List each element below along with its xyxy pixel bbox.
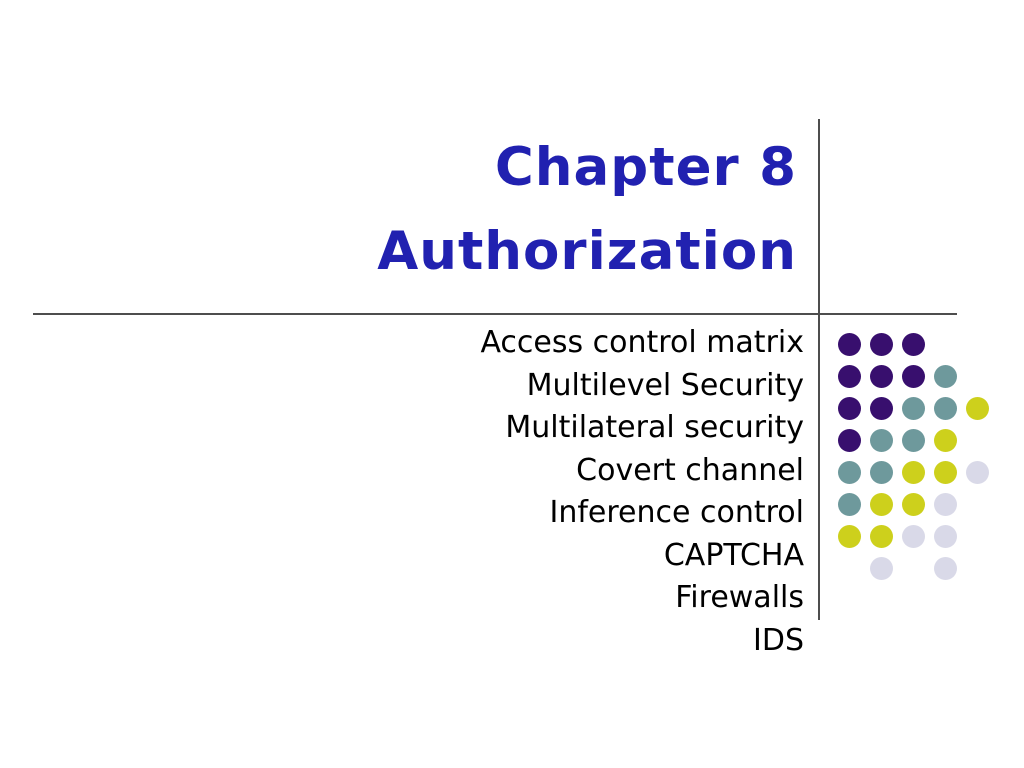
decor-dot-yellow <box>865 520 897 552</box>
topic-item: IDS <box>753 622 804 658</box>
decor-dot-empty <box>961 424 993 456</box>
topic-item: Access control matrix <box>480 325 804 360</box>
topic-item: Inference control <box>549 495 804 530</box>
decor-dot-teal <box>865 456 897 488</box>
decor-dot-lavender <box>865 552 897 584</box>
vertical-divider-line <box>818 119 820 620</box>
decor-dot-yellow <box>833 520 865 552</box>
decor-dot-yellow <box>961 392 993 424</box>
decor-dot-lavender <box>929 488 961 520</box>
decor-dot-purple <box>865 328 897 360</box>
decor-dot-teal <box>897 424 929 456</box>
decor-dot-yellow <box>865 488 897 520</box>
topic-item: CAPTCHA <box>663 537 804 573</box>
decor-dot-teal <box>929 360 961 392</box>
decor-dot-purple <box>897 328 929 360</box>
dot-grid <box>833 328 993 584</box>
decor-dot-teal <box>865 424 897 456</box>
decor-dot-empty <box>929 328 961 360</box>
decor-dot-empty <box>961 552 993 584</box>
decor-dot-yellow <box>929 424 961 456</box>
decor-dot-purple <box>833 392 865 424</box>
decor-dot-purple <box>865 392 897 424</box>
decor-dot-purple <box>897 360 929 392</box>
horizontal-divider-line <box>33 313 957 315</box>
decor-dot-purple <box>833 360 865 392</box>
decor-dot-teal <box>833 488 865 520</box>
decor-dot-empty <box>961 520 993 552</box>
decor-dot-lavender <box>929 520 961 552</box>
slide-title-line-2: Authorization <box>377 221 797 282</box>
slide-title-line-1: Chapter 8 <box>494 137 797 198</box>
decor-dot-lavender <box>929 552 961 584</box>
decor-dot-purple <box>865 360 897 392</box>
decor-dot-purple <box>833 424 865 456</box>
slide-title: Chapter 8 Authorization <box>0 126 797 294</box>
decor-dot-yellow <box>929 456 961 488</box>
decor-dot-empty <box>961 360 993 392</box>
decor-dot-purple <box>833 328 865 360</box>
decor-dot-lavender <box>961 456 993 488</box>
decor-dot-empty <box>897 552 929 584</box>
decor-dot-yellow <box>897 488 929 520</box>
decor-dot-empty <box>833 552 865 584</box>
decor-dot-lavender <box>897 520 929 552</box>
decor-dot-teal <box>929 392 961 424</box>
decor-dot-teal <box>897 392 929 424</box>
topic-item: Multilateral security <box>505 410 804 445</box>
decor-dot-empty <box>961 328 993 360</box>
topic-item: Covert channel <box>576 452 804 488</box>
decor-dot-yellow <box>897 456 929 488</box>
topic-item: Firewalls <box>675 580 804 615</box>
decor-dot-teal <box>833 456 865 488</box>
topic-item: Multilevel Security <box>526 367 804 403</box>
decor-dot-empty <box>961 488 993 520</box>
